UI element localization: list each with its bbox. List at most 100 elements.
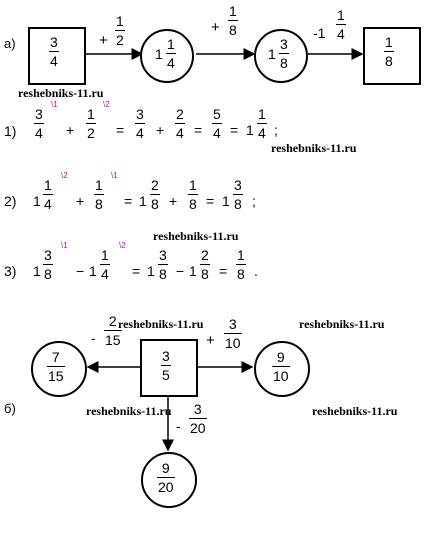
s1-eq1: = — [116, 122, 125, 138]
s1-plus2: + — [156, 122, 165, 138]
num: 7 — [51, 349, 60, 365]
s2-whole1: 1 — [33, 193, 41, 209]
watermark: reshebniks-11.ru — [312, 404, 398, 418]
s1-plus: + — [66, 122, 75, 138]
node1-whole: 1 — [155, 46, 163, 62]
step1-multiplier-2: \2 — [103, 100, 110, 109]
s3-whole2: 1 — [89, 263, 97, 279]
s3-minus2: − — [176, 263, 185, 279]
num: 3 — [50, 34, 58, 50]
num: 9 — [276, 349, 285, 365]
den: 5 — [162, 367, 170, 383]
s1-eq2: = — [194, 122, 203, 138]
left-circle — [31, 341, 87, 397]
right-op-sign: + — [206, 332, 215, 349]
den: 10 — [225, 335, 241, 351]
s2-plus2: + — [169, 193, 178, 209]
start-box-a — [28, 27, 86, 85]
label-part-b: б) — [4, 401, 16, 416]
step1-multiplier-1: \1 — [51, 100, 58, 109]
num: 3 — [280, 36, 288, 52]
den: 15 — [105, 332, 121, 348]
right-circle — [254, 341, 310, 397]
watermark: reshebniks-11.ru — [118, 317, 204, 331]
num: 1 — [385, 34, 393, 50]
num: 1 — [229, 3, 237, 19]
step2-multiplier-2: \1 — [111, 171, 118, 180]
label-part-a: a) — [4, 36, 16, 51]
num: 1 — [337, 7, 345, 23]
left-op-sign: - — [91, 330, 96, 346]
s2-whole3: 1 — [222, 193, 230, 209]
watermark: reshebniks-11.ru — [299, 317, 385, 331]
s2-eq1: = — [124, 193, 133, 209]
den: 20 — [190, 420, 206, 436]
s3-eq2: = — [219, 263, 228, 279]
op2-sign: + — [211, 19, 220, 36]
num: 3 — [193, 401, 202, 417]
op1-sign: + — [99, 32, 108, 49]
s2-plus: + — [76, 193, 85, 209]
s3-eq1: = — [132, 263, 141, 279]
num: 9 — [161, 460, 170, 476]
s3-whole3: 1 — [147, 263, 155, 279]
node2-whole: 1 — [268, 46, 276, 62]
s1-eq3: = — [230, 122, 239, 138]
num: 1 — [116, 13, 124, 29]
bottom-circle — [141, 452, 197, 508]
node2-circle — [254, 29, 308, 83]
den: 8 — [385, 53, 393, 69]
s3-whole1: 1 — [33, 263, 41, 279]
watermark: reshebniks-11.ru — [153, 229, 239, 243]
s2-eq2: = — [206, 193, 215, 209]
bottom-op-sign: - — [176, 418, 181, 434]
num: 3 — [162, 348, 170, 364]
den: 2 — [116, 32, 124, 48]
den: 20 — [158, 479, 174, 495]
den: 8 — [280, 55, 288, 71]
s3-end: . — [254, 263, 258, 279]
watermark: reshebniks-11.ru — [86, 404, 172, 418]
step2-multiplier-1: \2 — [61, 171, 68, 180]
s1-end: ; — [274, 122, 278, 138]
s2-end: ; — [252, 193, 256, 209]
node1-circle — [140, 29, 194, 83]
step3-multiplier-1: \1 — [61, 241, 68, 250]
den: 4 — [337, 26, 345, 42]
den: 4 — [167, 55, 175, 71]
num: 1 — [167, 36, 175, 52]
num: 2 — [108, 313, 117, 329]
watermark: reshebniks-11.ru — [271, 141, 357, 155]
s3-minus: − — [76, 263, 85, 279]
center-box — [140, 339, 198, 397]
watermark: reshebniks-11.ru — [18, 86, 104, 100]
